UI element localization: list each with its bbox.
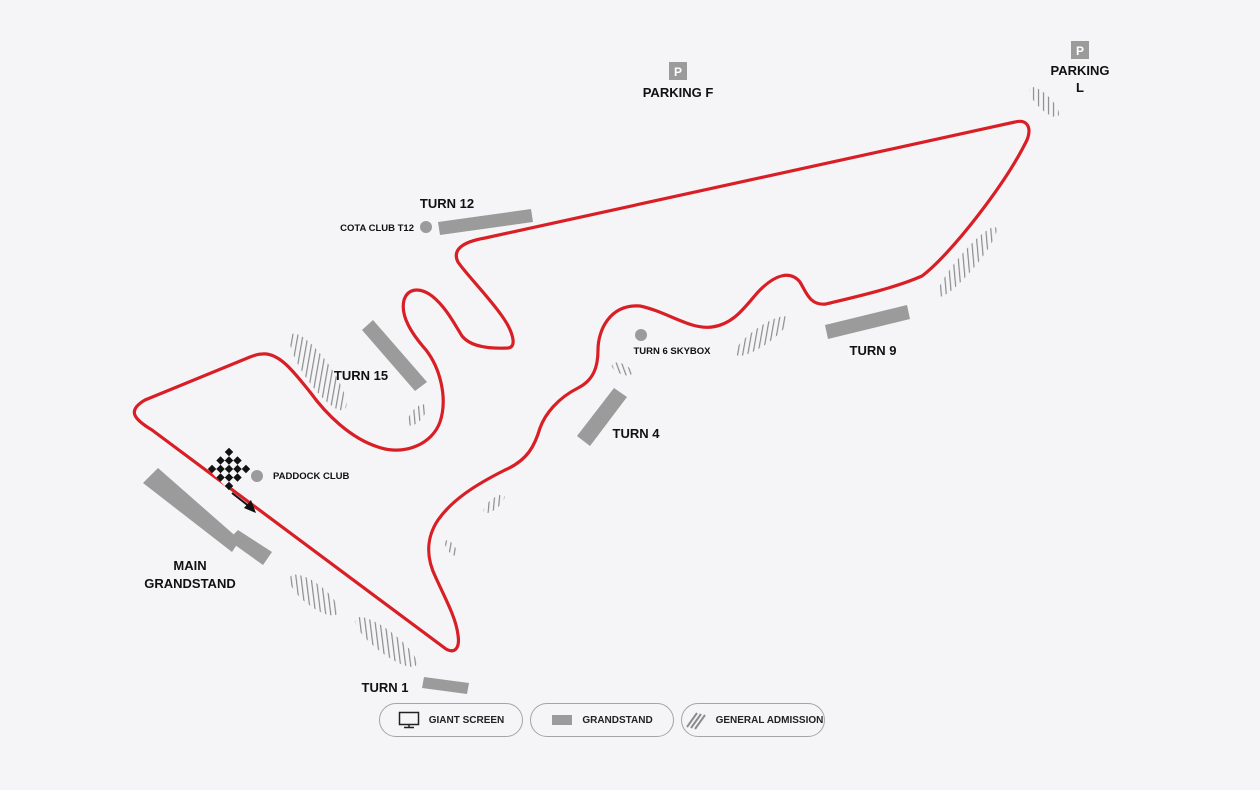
parking-l-label-line2: L: [1076, 80, 1084, 95]
race-track: [132, 119, 1031, 653]
grandstand-icon: [552, 715, 573, 725]
legend-general-admission[interactable]: GENERAL ADMISSION: [681, 703, 825, 737]
general-admission-icon: [685, 712, 706, 730]
ga-turn-9-north[interactable]: [931, 222, 1003, 303]
turn-1-label: TURN 1: [362, 680, 409, 695]
parking-l-label-line1: PARKING: [1051, 63, 1110, 78]
ga-turn-3[interactable]: [481, 492, 507, 516]
giant-screen-icon: [398, 711, 419, 729]
turn-12-grandstand[interactable]: [438, 209, 533, 235]
turn-4-grandstand[interactable]: [577, 388, 627, 446]
parking-icon-letter: P: [1076, 44, 1084, 58]
ga-main-straight[interactable]: [284, 568, 345, 622]
main-grandstand[interactable]: [143, 468, 240, 552]
legend-general-admission-label: GENERAL ADMISSION: [715, 714, 824, 726]
general-admission-areas: [281, 83, 1063, 674]
legend-giant-screen-label: GIANT SCREEN: [428, 714, 505, 726]
turn-4-label: TURN 4: [613, 426, 661, 441]
grandstands: [143, 209, 910, 694]
main-grandstand-label-line2: GRANDSTAND: [144, 576, 235, 591]
turn-6-skybox-marker[interactable]: [635, 329, 647, 341]
direction-arrow-icon: [231, 492, 256, 513]
ga-turn-15[interactable]: [281, 327, 355, 417]
parking-l-icon[interactable]: P: [1071, 41, 1089, 59]
ga-turn-16[interactable]: [404, 401, 430, 429]
turn-9-grandstand[interactable]: [825, 305, 910, 339]
cota-club-marker[interactable]: [420, 221, 432, 233]
ga-turn-2[interactable]: [443, 538, 460, 557]
ga-parking-l[interactable]: [1025, 83, 1063, 121]
parking-icon-letter: P: [674, 65, 682, 79]
main-grandstand-lower[interactable]: [228, 530, 272, 565]
ga-turn-7[interactable]: [731, 310, 794, 361]
checkered-flag-icon: [207, 447, 251, 491]
turn-12-label: TURN 12: [420, 196, 474, 211]
turn-1-grandstand[interactable]: [422, 677, 469, 694]
turn-15-label: TURN 15: [334, 368, 388, 383]
ga-turn-6[interactable]: [610, 360, 634, 378]
turn-6-skybox-label: TURN 6 SKYBOX: [633, 346, 711, 357]
parking-f-icon[interactable]: P: [669, 62, 687, 80]
legend-grandstand[interactable]: GRANDSTAND: [530, 703, 674, 737]
legend-grandstand-label: GRANDSTAND: [582, 714, 653, 726]
ga-turn-1[interactable]: [349, 610, 422, 674]
main-grandstand-label-line1: MAIN: [173, 558, 206, 573]
paddock-club-label: PADDOCK CLUB: [273, 471, 349, 482]
cota-club-label: COTA CLUB T12: [340, 223, 414, 234]
turn-15-grandstand[interactable]: [362, 320, 427, 391]
paddock-club-marker[interactable]: [251, 470, 263, 482]
turn-9-label: TURN 9: [850, 343, 897, 358]
parking-f-label: PARKING F: [643, 85, 714, 100]
legend-giant-screen[interactable]: GIANT SCREEN: [379, 703, 523, 737]
